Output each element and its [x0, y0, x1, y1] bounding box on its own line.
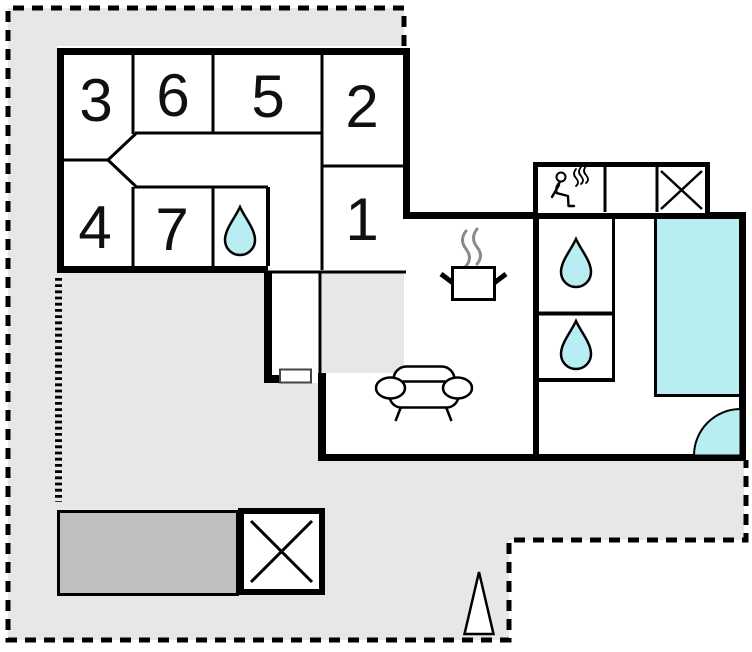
wall-bath-column-west	[533, 219, 539, 455]
room-label-3: 3	[79, 67, 113, 134]
door-swing-arc	[692, 407, 742, 457]
wall-room4-room7	[131, 187, 135, 266]
carport-rect	[57, 510, 239, 596]
wall-room3-room6	[131, 55, 135, 134]
pot-body	[451, 266, 496, 301]
crossed-box-diag-2	[249, 519, 314, 584]
wall-top-outer	[57, 48, 410, 55]
wall-room3-room4	[64, 158, 108, 162]
crossed-box-icon-outdoor	[238, 508, 325, 595]
cooking-pot-icon	[439, 227, 508, 301]
wall-bath-column-east	[612, 219, 615, 382]
wall-rooms12-left	[320, 55, 324, 270]
sofa-arm-right	[441, 376, 474, 400]
sauna-storage-block	[533, 162, 710, 218]
steam-line-1	[461, 229, 471, 268]
room-label-6: 6	[156, 62, 190, 129]
sauna-block-divider-2	[655, 167, 659, 212]
corridor-floor	[266, 273, 322, 383]
sofa-icon	[374, 365, 474, 422]
wall-room6-room5	[211, 55, 215, 133]
wall-hall-angle-lower	[106, 158, 138, 188]
wall-south-outer	[318, 454, 746, 461]
dashed-plot-boundary	[5, 5, 749, 643]
wall-living-west	[318, 373, 326, 461]
sofa-arm-left	[374, 376, 407, 400]
wall-east-outer	[739, 212, 746, 461]
wall-hall-angle-upper	[106, 132, 138, 162]
wall-corridor-left	[264, 273, 272, 383]
room-label-5: 5	[251, 63, 285, 130]
wall-room7-bath	[211, 187, 215, 266]
sofa-leg-right	[444, 406, 453, 422]
sauna-block-divider-1	[603, 167, 607, 212]
entrance-door-symbol	[279, 368, 312, 384]
wall-bath-column-south	[533, 378, 615, 382]
wall-room1-bottom	[268, 270, 406, 274]
wall-leftwing-right	[403, 48, 410, 219]
sauna-block-outline	[533, 162, 710, 218]
double-bed	[654, 216, 742, 397]
room-label-2: 2	[345, 73, 379, 140]
crossed-box-icon	[660, 170, 703, 210]
wall-bath1-right	[266, 187, 270, 266]
room-label-4: 4	[78, 194, 112, 261]
tree-icon	[462, 571, 496, 636]
wall-hall-bottom	[134, 185, 268, 189]
room-label-1: 1	[345, 186, 379, 253]
wall-bottom-left-wing	[57, 266, 268, 273]
wall-left-outer	[57, 48, 64, 273]
room-label-7: 7	[155, 196, 189, 263]
wall-room2-room1	[322, 164, 403, 168]
sauna-steam-icon	[550, 165, 589, 208]
wall-corridor-right	[318, 273, 322, 374]
wall-bath-divider	[539, 311, 612, 316]
walls	[57, 48, 746, 461]
wall-hall-top	[135, 131, 322, 135]
wall-corridor-foot	[264, 375, 281, 383]
steam-line-2	[472, 227, 482, 266]
sofa-leg-left	[394, 406, 403, 422]
